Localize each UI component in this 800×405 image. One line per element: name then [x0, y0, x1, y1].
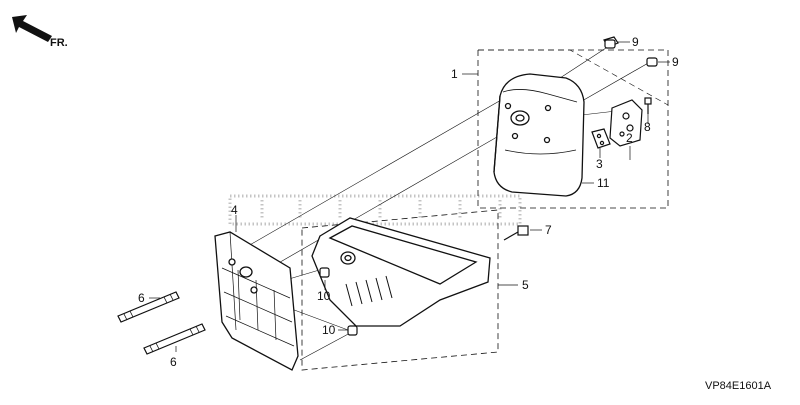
callout-labels: 1 2 3 4 5 6 6 7 8 9 9 10 10 11: [138, 35, 679, 369]
callout-3: 3: [596, 157, 603, 171]
heat-shield-part[interactable]: [214, 231, 299, 371]
flange-nut-part-lower[interactable]: [347, 325, 358, 336]
muffler-protector-part[interactable]: [311, 217, 491, 327]
flange-nut-part-upper[interactable]: [319, 267, 330, 278]
callout-10-lower: 10: [322, 323, 336, 337]
callout-6-lower: 6: [170, 355, 177, 369]
leader-lines: [149, 41, 670, 352]
callout-4: 4: [231, 203, 238, 217]
callout-1: 1: [451, 67, 458, 81]
front-label: FR.: [50, 37, 68, 49]
callout-10-upper: 10: [317, 289, 331, 303]
front-arrow-icon: [12, 15, 52, 42]
callout-7: 7: [545, 223, 552, 237]
callout-9-lower: 9: [672, 55, 679, 69]
nut-part-upper[interactable]: [603, 36, 619, 49]
assembly-box-protector: [301, 209, 499, 371]
gasket-part[interactable]: [591, 128, 611, 149]
stud-bolt-part-lower[interactable]: [143, 323, 206, 355]
muffler-part[interactable]: [493, 73, 585, 197]
flange-bolt-part[interactable]: [503, 225, 529, 241]
spark-arrester-part[interactable]: [609, 99, 643, 147]
assembly-box-muffler: [477, 49, 669, 209]
callout-2: 2: [626, 131, 633, 145]
screw-part[interactable]: [644, 97, 652, 114]
callout-5: 5: [522, 278, 529, 292]
guide-lines: [247, 47, 651, 361]
callout-9-upper: 9: [632, 35, 639, 49]
nut-part-lower[interactable]: [646, 57, 658, 67]
front-direction-indicator: FR.: [12, 15, 68, 49]
callout-8: 8: [644, 120, 651, 134]
callout-6-upper: 6: [138, 291, 145, 305]
stud-bolt-part-upper[interactable]: [117, 291, 180, 323]
callout-11: 11: [597, 176, 610, 190]
drawing-code: VP84E1601A: [705, 380, 772, 392]
background-watermark: [228, 194, 522, 226]
